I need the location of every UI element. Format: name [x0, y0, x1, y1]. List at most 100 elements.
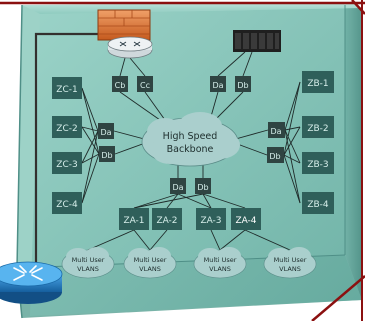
zone-switch-box — [52, 116, 82, 138]
connection-line — [284, 129, 301, 164]
distribution-switch-box — [112, 76, 128, 92]
backbone-label-line2: Backbone — [167, 144, 214, 155]
vlan-1-line2: VLANS — [77, 265, 99, 273]
vlan-2-line1: Multi User — [134, 256, 167, 264]
distribution-switch-box — [137, 76, 153, 92]
connection-line — [81, 126, 100, 155]
top-db-label: Db — [237, 81, 248, 90]
connection-line — [284, 81, 301, 131]
top-da-label: Da — [212, 81, 223, 90]
firewall-icon — [97, 9, 151, 41]
connection-line — [283, 154, 301, 204]
vlan-4-line1: Multi User — [274, 256, 307, 264]
connection-line — [283, 154, 301, 164]
connection-line — [202, 193, 212, 209]
zone-a-switches — [119, 208, 261, 230]
vlan-3-line2: VLANS — [209, 265, 231, 273]
zone-switch-box — [302, 192, 334, 214]
distribution-switch-box — [268, 122, 285, 138]
red-frame-diagonal — [311, 275, 365, 321]
a-db-label: Db — [197, 183, 208, 192]
zone-c-4-label: ZC-4 — [56, 200, 78, 210]
zone-c-3-label: ZC-3 — [56, 160, 77, 170]
zone-a-1-label: ZA-1 — [123, 216, 144, 226]
zone-switch-box — [196, 208, 226, 230]
backbone-cloud-icon — [141, 112, 240, 167]
connection-line — [166, 193, 179, 209]
connection-line — [231, 129, 269, 141]
vlan-cloud-icon — [123, 247, 177, 279]
c-da-label: Da — [100, 128, 111, 137]
zone-switch-box — [152, 208, 182, 230]
connection-line — [81, 153, 100, 164]
distribution-switch-box — [210, 76, 226, 92]
connection-line — [144, 91, 166, 121]
connection-line — [129, 57, 146, 77]
connection-line — [219, 229, 246, 251]
distribution-switch-box — [99, 146, 115, 162]
connection-line — [81, 87, 100, 155]
connection-line — [81, 153, 100, 204]
top-cb-label: Cb — [115, 81, 126, 90]
connection-line — [202, 193, 246, 209]
zone-a-2-label: ZA-2 — [156, 216, 177, 226]
zone-c-2-label: ZC-2 — [56, 124, 77, 134]
backbone-label-line1: High Speed — [163, 131, 218, 142]
distribution-switch-box — [235, 76, 251, 92]
vlan-cloud-icon — [193, 247, 247, 279]
zone-switch-box — [302, 152, 334, 174]
edge-router-icon — [107, 36, 153, 59]
connection-lines — [81, 51, 301, 251]
connection-line — [81, 126, 99, 132]
vlan-4-line2: VLANS — [279, 265, 301, 273]
connection-line — [214, 91, 244, 121]
vlan-3-line1: Multi User — [204, 256, 237, 264]
zone-a-3-label: ZA-3 — [200, 216, 221, 226]
connection-line — [133, 193, 179, 209]
connection-line — [81, 130, 99, 164]
connection-line — [284, 126, 301, 131]
top-cc-label: Cc — [140, 81, 150, 90]
connection-line — [119, 57, 126, 77]
c-db-label: Db — [101, 151, 112, 160]
connection-line — [81, 130, 99, 204]
zone-b-3-label: ZB-3 — [307, 160, 328, 170]
zone-switch-box — [302, 116, 334, 138]
distribution-switch-box — [195, 178, 211, 194]
connection-line — [244, 229, 291, 251]
b-db-label: Db — [269, 152, 280, 161]
connection-line — [133, 193, 204, 209]
zone-b-2-label: ZB-2 — [307, 124, 328, 134]
zone-c-1-label: ZC-1 — [56, 85, 77, 95]
connection-line — [87, 229, 135, 251]
connection-line — [242, 51, 253, 77]
zone-switch-box — [52, 152, 82, 174]
building-side-wall — [345, 5, 362, 300]
zone-switch-box — [119, 208, 149, 230]
zone-switch-box — [302, 71, 334, 93]
a-da-label: Da — [172, 183, 183, 192]
server-rack-icon — [233, 30, 281, 52]
vlan-2-line2: VLANS — [139, 265, 161, 273]
zone-switch-box — [231, 208, 261, 230]
b-da-label: Da — [270, 127, 281, 136]
distribution-switch-box — [98, 123, 114, 139]
distribution-switches — [98, 76, 285, 194]
connection-line — [210, 229, 221, 251]
vlan-cloud-icon — [263, 247, 317, 279]
zone-c-switches — [52, 77, 82, 214]
distribution-switch-box — [170, 178, 186, 194]
connection-line — [283, 81, 301, 156]
zone-b-switches — [302, 71, 334, 214]
zone-a-4-label: ZA-4 — [235, 216, 256, 226]
connection-line — [284, 129, 301, 204]
uplink-cable — [34, 32, 100, 300]
connection-line — [81, 87, 99, 132]
router-icon — [0, 261, 63, 304]
connection-line — [133, 229, 151, 251]
connection-line — [119, 91, 161, 121]
connection-line — [283, 126, 301, 156]
